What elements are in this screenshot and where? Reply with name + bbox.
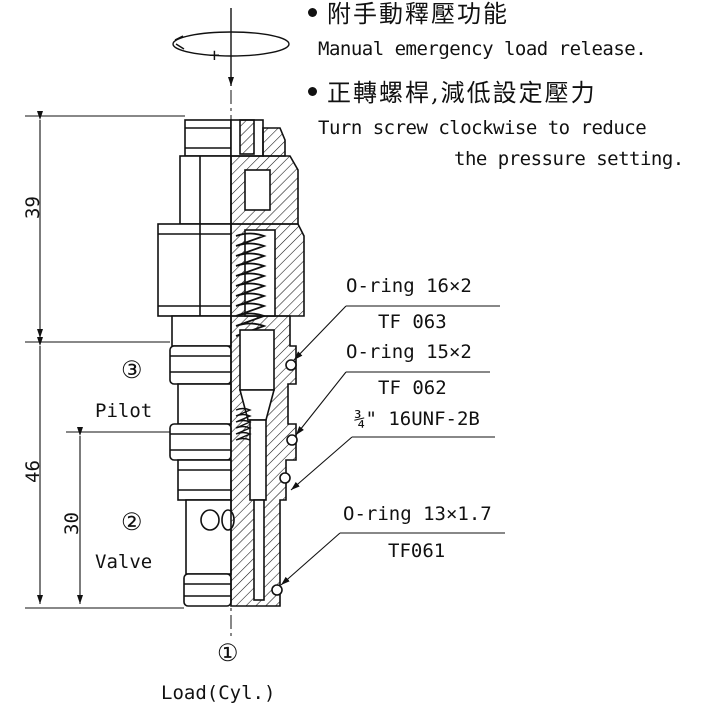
dimension-30: 30 (60, 512, 83, 535)
port-3-number: ③ (121, 356, 143, 384)
callout-oring-13x1-7: O-ring 13×1.7 (343, 503, 492, 525)
bullet-icon (308, 8, 317, 17)
valve-exterior-half (157, 119, 235, 607)
bullet-icon (308, 87, 317, 96)
callout-leaders (280, 305, 505, 586)
port-1-label: Load(Cyl.) (161, 682, 276, 704)
note-2-zh-text: 正轉螺桿,減低設定壓力 (327, 79, 597, 107)
port-2-number: ② (121, 508, 143, 536)
note-1-chinese: 附手動釋壓功能 (308, 2, 509, 26)
port-3-label: Pilot (95, 400, 153, 422)
note-1-zh-text: 附手動釋壓功能 (327, 0, 509, 28)
dimension-46: 46 (21, 460, 44, 483)
callout-tf063: TF 063 (378, 311, 447, 333)
callout-oring-16x2: O-ring 16×2 (346, 275, 472, 297)
port-2-label: Valve (95, 551, 153, 573)
callout-tf062: TF 062 (378, 377, 447, 399)
note-1-english: Manual emergency load release. (318, 38, 647, 60)
callout-oring-15x2: O-ring 15×2 (346, 341, 472, 363)
callout-tf061: TF061 (388, 540, 446, 562)
rotation-arrow-icon (172, 8, 290, 86)
valve-section-half (230, 119, 305, 607)
dimension-lines (25, 111, 185, 609)
note-2-english-line-2: the pressure setting. (454, 148, 684, 170)
note-2-chinese: 正轉螺桿,減低設定壓力 (308, 81, 597, 105)
callout-thread-unf: ¾" 16UNF-2B (354, 408, 480, 430)
dimension-39: 39 (21, 196, 44, 219)
note-2-english-line-1: Turn screw clockwise to reduce (318, 117, 647, 139)
port-1-number: ① (217, 639, 239, 667)
adjust-plus-symbol: + (209, 45, 220, 66)
